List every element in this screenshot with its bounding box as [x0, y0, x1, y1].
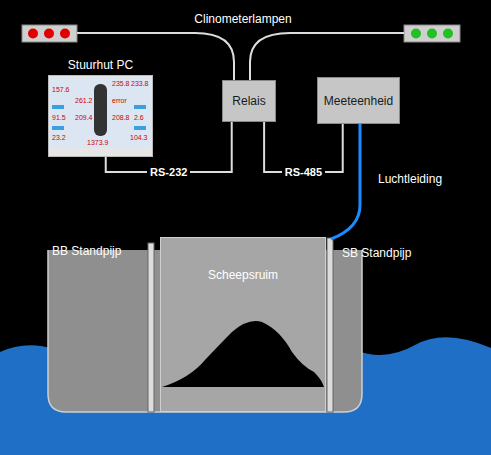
red-lamp: [60, 29, 70, 39]
screen-value: 104.3: [130, 134, 148, 142]
screen-value: 261.2: [75, 97, 93, 105]
node-text: Scheepsruim: [161, 268, 325, 282]
green-lamp: [427, 29, 437, 39]
screen-value: 91.5: [52, 114, 66, 122]
gauge-bar: [52, 126, 64, 130]
title-label: Clinometerlampen: [194, 12, 291, 26]
relay-box: Relais: [222, 80, 276, 122]
gauge-bar: [134, 105, 146, 109]
monitor-frame: [48, 75, 153, 157]
node-text: Meeteenheid: [324, 94, 393, 108]
green-lamp: [411, 29, 421, 39]
pipe-label: BB Standpijp: [52, 244, 121, 258]
gauge-bar: [134, 126, 146, 130]
bb-standpipe: [148, 243, 154, 412]
sb-standpipe: [327, 238, 333, 412]
lamp-panel-port: [22, 25, 77, 42]
green-lamp: [443, 29, 453, 39]
ship-silhouette: [94, 84, 107, 136]
air-line: [331, 124, 360, 239]
screen-value: 1373.9: [87, 139, 108, 147]
monitor-screen: [50, 77, 151, 148]
pipe-label: SB Standpijp: [342, 246, 411, 260]
node-text: Relais: [232, 94, 265, 108]
node-text: Stuurhut PC: [49, 58, 152, 72]
screen-value: 235.8: [112, 80, 130, 88]
line-label: Luchtleiding: [378, 172, 442, 186]
lamp-wire: [250, 33, 404, 80]
screen-value: error: [112, 97, 127, 105]
measuring-unit-box: Meeteenheid: [317, 77, 400, 124]
cargo-hold: Scheepsruim: [160, 237, 326, 412]
screen-value: 157.6: [52, 86, 70, 94]
cable-label: RS-232: [147, 166, 190, 179]
gauge-bar: [52, 105, 64, 109]
serial-cable: [264, 122, 343, 172]
cable-label: RS-485: [282, 166, 325, 179]
red-lamp: [28, 29, 38, 39]
lamp-wire: [77, 33, 234, 80]
screen-value: 208.8: [112, 114, 130, 122]
lamp-panel-starboard: [404, 25, 460, 42]
red-lamp: [44, 29, 54, 39]
cargo-pile: [162, 321, 324, 387]
screen-value: 209.4: [75, 114, 93, 122]
screen-value: 2.6: [134, 114, 144, 122]
screen-value: 23.2: [52, 134, 66, 142]
serial-cable: [106, 122, 232, 172]
hold-fill: [160, 237, 326, 412]
screen-value: 233.8: [131, 80, 149, 88]
